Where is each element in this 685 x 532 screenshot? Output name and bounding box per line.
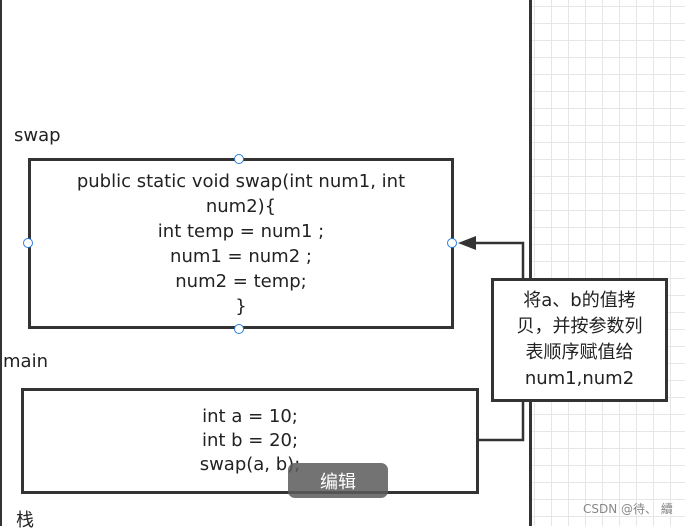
code-line: num1 = num2 ; [170, 245, 312, 267]
watermark-text: CSDN @待、 續 [583, 502, 673, 516]
note-line: 贝，并按参数列 [516, 316, 643, 337]
code-line: swap(a, b); [199, 454, 301, 475]
main-method-box[interactable]: int a = 10; int b = 20; swap(a, b); [21, 388, 479, 494]
note-line: 表顺序赋值给 [525, 342, 634, 363]
swap-method-box[interactable]: public static void swap(int num1, int nu… [28, 158, 454, 329]
code-line: int b = 20; [201, 430, 299, 451]
swap-frame-label: swap [14, 125, 61, 146]
code-line: public static void swap(int num1, int [76, 170, 406, 192]
grid-background [531, 0, 685, 526]
resize-handle-left[interactable] [23, 238, 33, 248]
main-frame-label: main [3, 351, 48, 372]
stack-border-line [529, 0, 532, 526]
note-line: 将a、b的值拷 [523, 290, 636, 311]
stack-label: 栈 [16, 510, 34, 531]
annotation-note-box[interactable]: 将a、b的值拷 贝，并按参数列 表顺序赋值给 num1,num2 [491, 278, 668, 402]
edit-button[interactable]: 编辑 [288, 463, 388, 498]
resize-handle-right[interactable] [447, 238, 457, 248]
connector-arrowhead [458, 236, 476, 250]
resize-handle-bottom[interactable] [234, 324, 244, 334]
note-line: num1,num2 [524, 368, 635, 389]
left-border-line [0, 0, 2, 526]
resize-handle-top[interactable] [234, 154, 244, 164]
code-line: num2 = temp; [175, 270, 307, 292]
code-line: num2){ [205, 195, 277, 217]
code-line: int a = 10; [202, 406, 298, 427]
code-line: } [235, 295, 247, 317]
code-line: int temp = num1 ; [157, 220, 325, 242]
